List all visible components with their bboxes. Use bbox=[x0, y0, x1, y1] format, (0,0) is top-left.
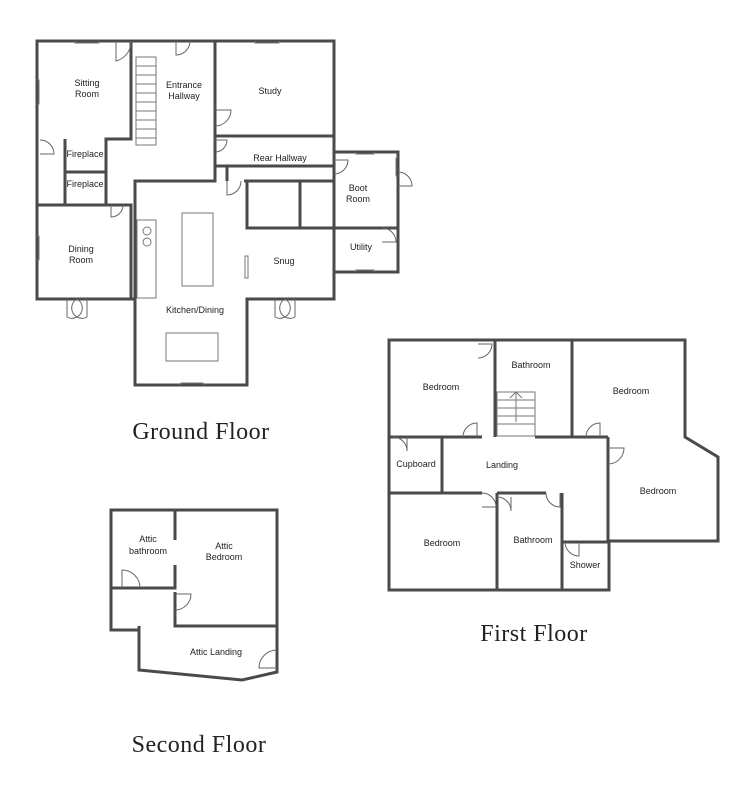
ground-doors bbox=[39, 40, 413, 319]
label-rear-hallway: Rear Hallway bbox=[253, 153, 307, 163]
first-stairs bbox=[496, 391, 536, 437]
label-first-bathroom-s: Bathroom bbox=[513, 535, 552, 545]
label-fireplace-1: Fireplace bbox=[66, 149, 103, 159]
second-doors bbox=[121, 569, 278, 669]
label-attic-landing: Attic Landing bbox=[190, 647, 242, 657]
first-floor-outline bbox=[387, 338, 720, 592]
kitchen-units bbox=[136, 212, 249, 362]
label-first-bedroom-sw: Bedroom bbox=[424, 538, 461, 548]
second-floor-title: Second Floor bbox=[132, 732, 267, 758]
label-fireplace-2: Fireplace bbox=[66, 179, 103, 189]
ground-floor-title: Ground Floor bbox=[132, 419, 269, 445]
label-kitchen-dining: Kitchen/Dining bbox=[166, 305, 224, 315]
label-utility: Utility bbox=[350, 242, 372, 252]
label-landing: Landing bbox=[486, 460, 518, 470]
first-interior-walls bbox=[389, 340, 610, 590]
second-interior-walls bbox=[111, 510, 277, 630]
label-study: Study bbox=[258, 86, 282, 96]
label-first-bedroom-nw: Bedroom bbox=[423, 382, 460, 392]
label-snug: Snug bbox=[273, 256, 294, 266]
ground-stairs bbox=[135, 56, 157, 146]
label-cupboard: Cupboard bbox=[396, 459, 436, 469]
first-floor-plan: Bedroom Bathroom Bedroom Cupboard Landin… bbox=[387, 338, 720, 592]
first-doors bbox=[392, 343, 625, 557]
label-shower: Shower bbox=[570, 560, 601, 570]
label-first-bedroom-e: Bedroom bbox=[640, 486, 677, 496]
ground-floor-outline bbox=[35, 39, 336, 387]
label-first-bedroom-ne: Bedroom bbox=[613, 386, 650, 396]
first-floor-title: First Floor bbox=[480, 621, 588, 647]
ground-annex-walls bbox=[334, 150, 400, 274]
ground-windows bbox=[37, 41, 398, 385]
label-first-bathroom-n: Bathroom bbox=[511, 360, 550, 370]
second-floor-outline bbox=[109, 508, 279, 682]
ground-interior-walls bbox=[37, 41, 336, 299]
